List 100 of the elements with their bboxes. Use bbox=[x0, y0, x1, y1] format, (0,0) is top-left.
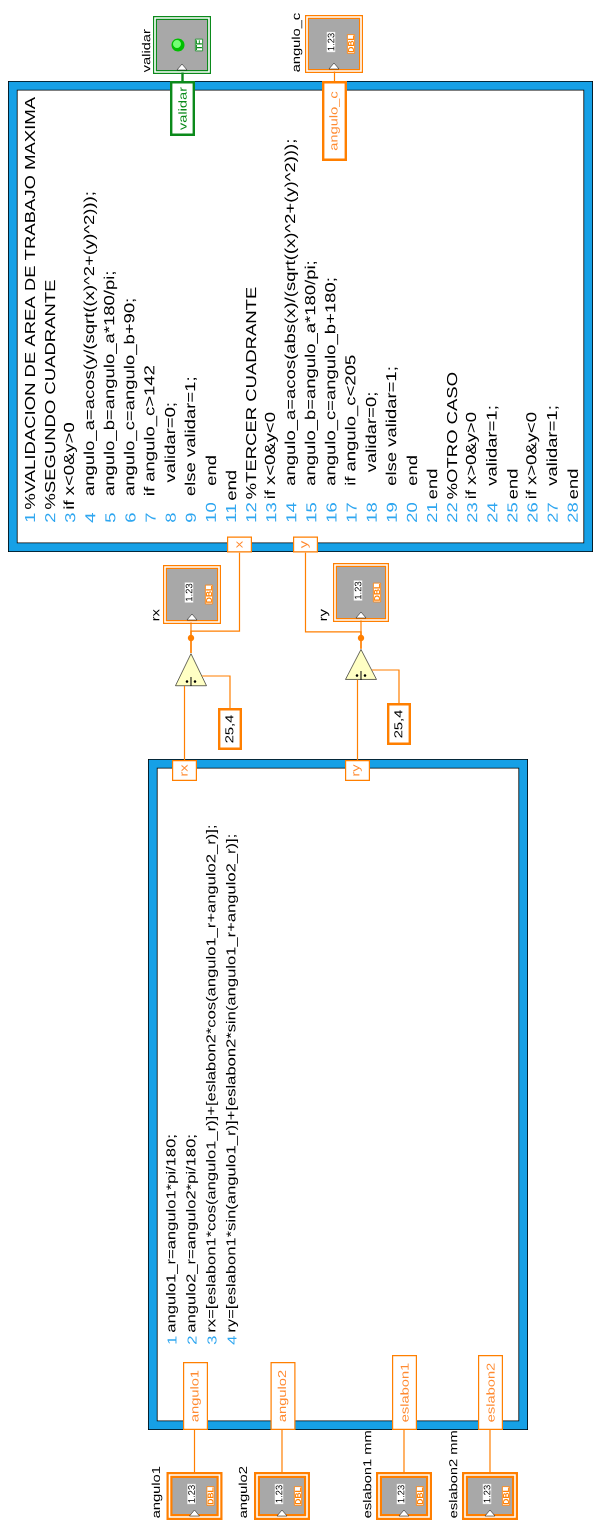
indicator-label: eslabon1 mm bbox=[362, 1431, 372, 1518]
line-number: 18 bbox=[366, 503, 377, 522]
line-number: 23 bbox=[467, 503, 478, 522]
code-line: %SEGUNDO CUADRANTE bbox=[45, 280, 56, 509]
code-line: end bbox=[225, 471, 237, 500]
line-number: 3 bbox=[207, 1336, 217, 1345]
constant: 25,4 bbox=[387, 703, 411, 745]
line-number: 1 bbox=[25, 513, 35, 522]
code-line: angulo1_r=angulo1*pi/180; bbox=[165, 1135, 179, 1332]
line-number: 4 bbox=[85, 513, 96, 523]
line-number: 4 bbox=[227, 1336, 237, 1345]
line-number: 7 bbox=[145, 513, 156, 522]
terminal: y bbox=[293, 536, 318, 553]
line-number: 2 bbox=[45, 513, 56, 522]
line-number: 13 bbox=[266, 503, 277, 522]
code-line: %TERCER CUADRANTE bbox=[246, 287, 257, 499]
line-number: 17 bbox=[346, 503, 357, 522]
wire bbox=[489, 1429, 491, 1475]
line-number: 28 bbox=[567, 503, 578, 522]
wire bbox=[181, 72, 184, 81]
formula-node bbox=[8, 81, 593, 552]
code-line: if x<0&y>0 bbox=[63, 423, 77, 509]
line-number: 22 bbox=[447, 503, 458, 522]
divide-node bbox=[175, 653, 207, 687]
value-display: 1.23 bbox=[326, 31, 336, 53]
code-line: angulo_b=angulo_a*180/pi; bbox=[304, 261, 319, 486]
line-number: 27 bbox=[547, 503, 558, 522]
code-line: angulo_c=angulo_b+90; bbox=[123, 299, 138, 496]
line-number: 21 bbox=[426, 503, 438, 522]
line-number: 1 bbox=[167, 1336, 177, 1344]
value-display: 1.23 bbox=[184, 582, 194, 603]
value-display: 1.23 bbox=[187, 1483, 196, 1505]
line-number: 24 bbox=[487, 502, 498, 522]
code-line: validar=1; bbox=[486, 406, 499, 486]
code-line: angulo_b=angulo_a*180/pi; bbox=[103, 272, 118, 496]
type-badge: TF bbox=[195, 38, 203, 52]
line-number: 9 bbox=[185, 513, 196, 522]
line-number: 19 bbox=[386, 503, 397, 522]
code-line: ry=[eslabon1*sin(angulo1_r)]+[eslabon2*sin(angulo1_r+angulo2_r)]; bbox=[225, 835, 239, 1332]
code-line: angulo_a=acos(y/(sqrt((x)^2+(y)^2))); bbox=[83, 192, 98, 496]
type-badge: DBL bbox=[373, 582, 381, 603]
code-line: end bbox=[567, 469, 578, 499]
line-number: 5 bbox=[105, 513, 116, 523]
code-line: validar=1; bbox=[546, 406, 559, 486]
code-line: if x>0&y>0 bbox=[465, 412, 479, 499]
type-badge: DBL bbox=[206, 1486, 215, 1506]
wire bbox=[403, 1429, 405, 1475]
code-line: else validar=1; bbox=[385, 367, 398, 486]
value-display: 1.23 bbox=[396, 1483, 406, 1505]
code-line: angulo2_r=angulo2*pi/180; bbox=[185, 1135, 199, 1332]
code-line: end bbox=[507, 469, 518, 499]
terminal: x bbox=[227, 536, 252, 553]
wire bbox=[193, 1429, 196, 1475]
code-line: if x<0&y<0 bbox=[264, 412, 278, 499]
wire bbox=[190, 551, 241, 654]
type-badge: DBL bbox=[294, 1486, 302, 1506]
code-line: validar=0; bbox=[164, 403, 177, 483]
wire bbox=[281, 1429, 283, 1475]
code-line: angulo_c=angulo_b+180; bbox=[324, 278, 339, 486]
code-line: %VALIDACION DE AREA DE TRABAJO MAXIMA bbox=[24, 97, 36, 509]
value-display: 1.23 bbox=[274, 1483, 284, 1505]
line-number: 15 bbox=[306, 503, 317, 522]
constant: 25,4 bbox=[218, 708, 242, 750]
terminal: ry bbox=[345, 760, 370, 781]
wire bbox=[333, 71, 336, 82]
wire bbox=[356, 679, 359, 761]
indicator-label: ry bbox=[320, 609, 330, 621]
line-number: 16 bbox=[326, 503, 337, 522]
type-badge: DBL bbox=[347, 34, 355, 54]
line-number: 10 bbox=[205, 502, 216, 522]
code-line: if x>0&y<0 bbox=[525, 412, 540, 499]
code-line: end bbox=[406, 456, 418, 486]
line-number: 20 bbox=[406, 502, 417, 522]
indicator-label: angulo_c bbox=[291, 13, 303, 72]
terminal: eslabon2 bbox=[478, 1355, 503, 1430]
type-badge: DBL bbox=[205, 584, 213, 605]
code-line: %OTRO CASO bbox=[447, 372, 458, 499]
type-badge: DBL bbox=[502, 1486, 510, 1506]
terminal: angulo2 bbox=[270, 1362, 296, 1430]
code-line: validar=0; bbox=[365, 393, 378, 473]
terminal: eslabon1 bbox=[392, 1355, 417, 1430]
terminal: validar bbox=[170, 81, 195, 136]
type-badge: DBL bbox=[416, 1486, 424, 1506]
code-line: rx=[eslabon1*cos(angulo1_r)]+[eslabon2*cos(angulo1_r+angulo2_r)]; bbox=[205, 826, 219, 1332]
line-number: 26 bbox=[527, 503, 538, 522]
line-number: 8 bbox=[165, 513, 176, 522]
code-line: if angulo_c<205 bbox=[344, 355, 359, 485]
divide-node bbox=[345, 649, 377, 681]
line-number: 14 bbox=[286, 502, 297, 522]
wire bbox=[201, 675, 231, 709]
code-line: end bbox=[205, 456, 217, 486]
terminal: angulo_c bbox=[322, 81, 347, 161]
line-number: 12 bbox=[246, 503, 257, 522]
indicator-label: rx bbox=[153, 609, 160, 621]
indicator-label: angulo2 bbox=[238, 1466, 250, 1518]
indicator-label: eslabon2 mm bbox=[448, 1431, 458, 1518]
line-number: 3 bbox=[65, 513, 76, 523]
code-line: if angulo_c>142 bbox=[143, 366, 158, 495]
indicator-label: angulo1 bbox=[151, 1466, 163, 1518]
terminal: angulo1 bbox=[183, 1362, 208, 1430]
